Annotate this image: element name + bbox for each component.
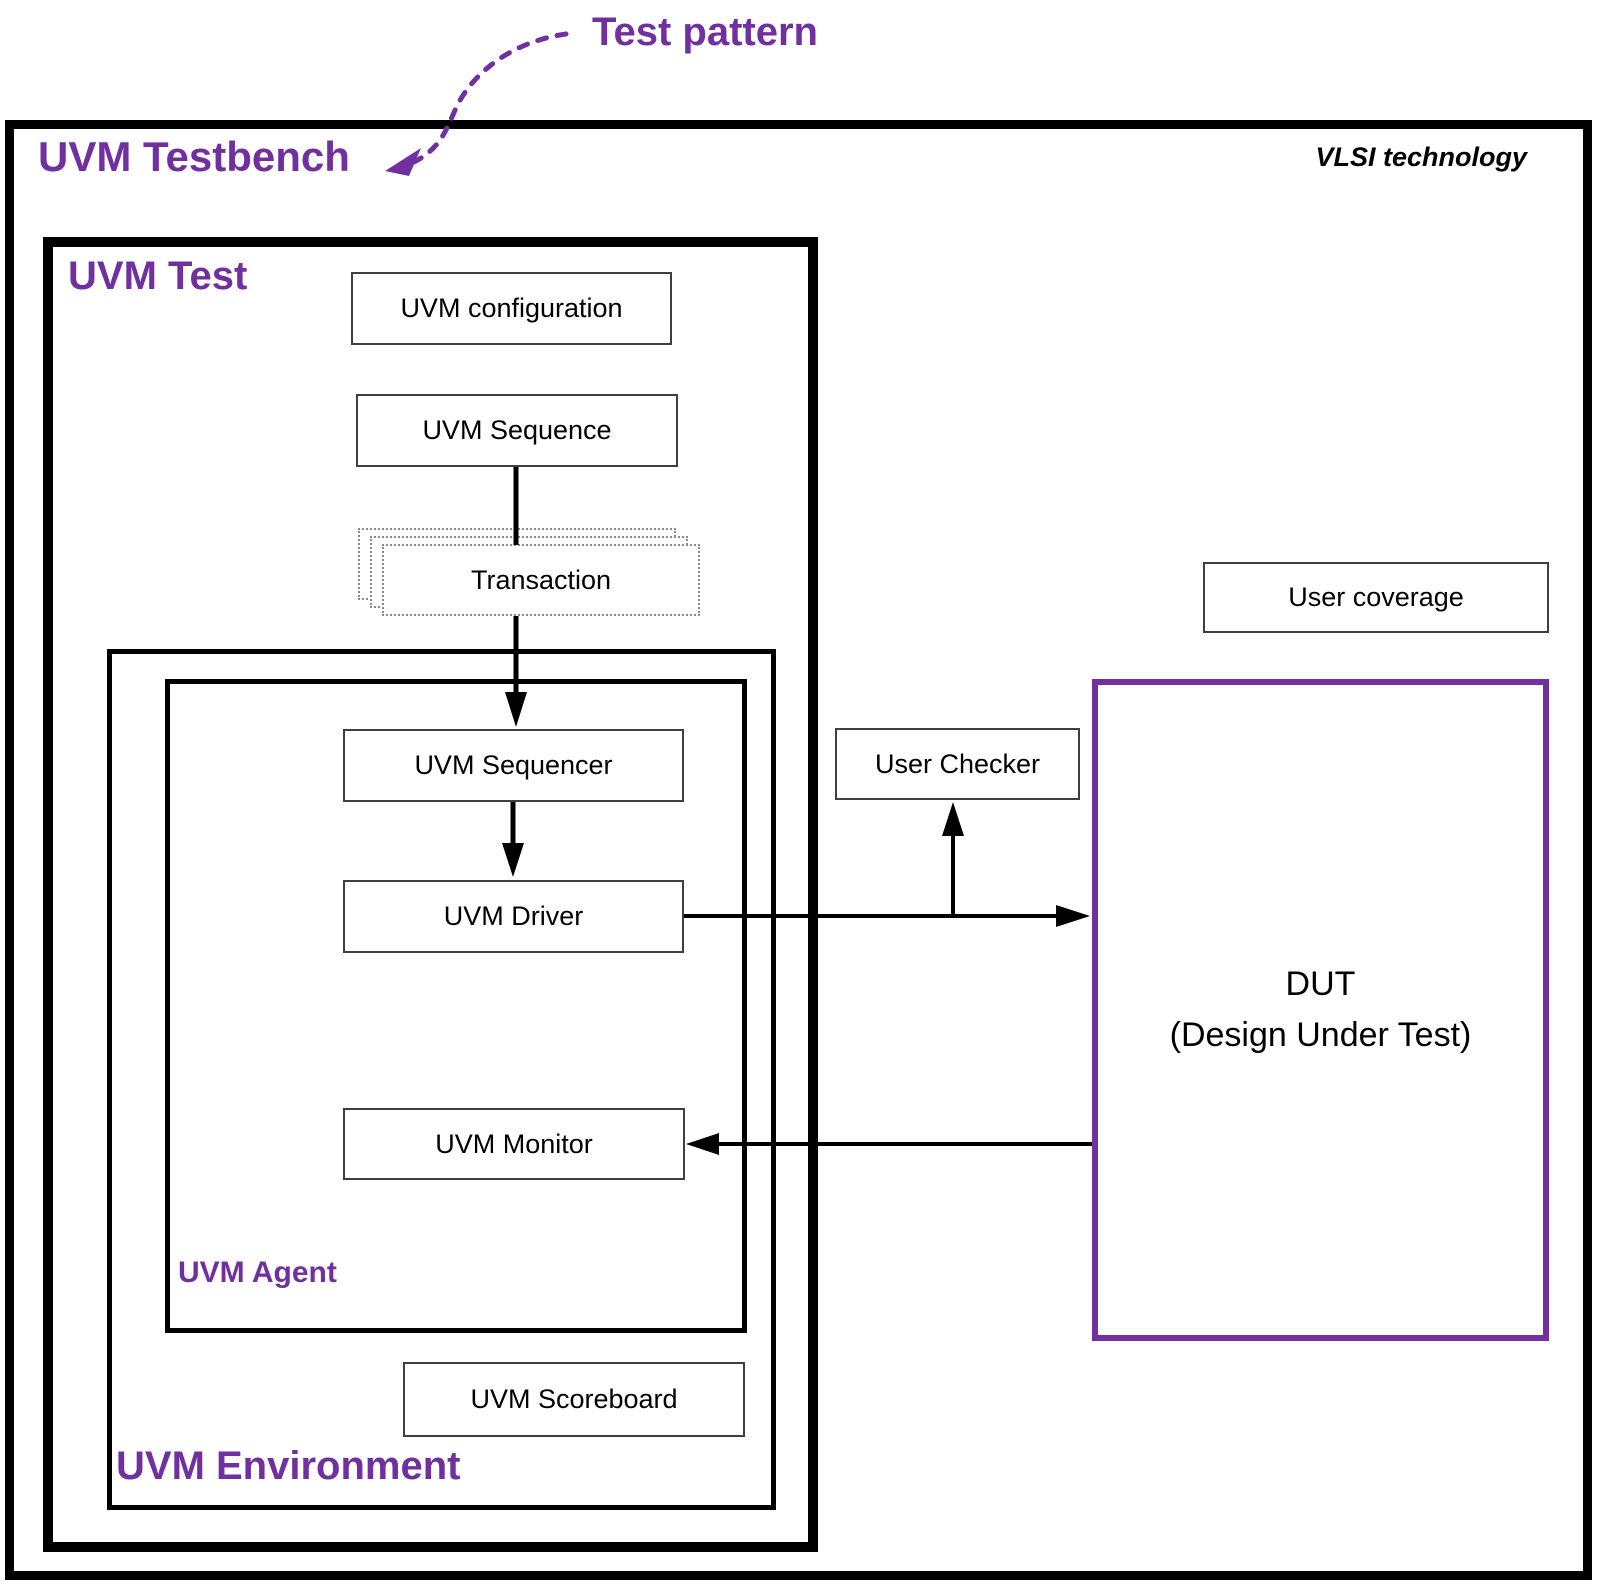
test-pattern-label: Test pattern <box>592 10 818 54</box>
uvm-sequence-label: UVM Sequence <box>422 415 612 445</box>
uvm-driver-node: UVM Driver <box>343 880 684 953</box>
dut-title: DUT (Design Under Test) <box>1098 685 1543 1335</box>
uvm-agent-title: UVM Agent <box>178 1256 337 1289</box>
uvm-sequencer-node: UVM Sequencer <box>343 729 684 802</box>
uvm-configuration-node: UVM configuration <box>351 272 672 345</box>
dut-title-line2: (Design Under Test) <box>1169 1016 1472 1054</box>
uvm-testbench-box <box>5 120 1592 1580</box>
uvm-sequencer-label: UVM Sequencer <box>414 750 613 780</box>
user-checker-label: User Checker <box>874 748 1041 779</box>
user-coverage-node: User coverage <box>1203 562 1549 633</box>
uvm-sequence-node: UVM Sequence <box>356 394 678 467</box>
uvm-driver-label: UVM Driver <box>443 901 584 931</box>
uvm-test-box <box>43 237 818 1552</box>
uvm-monitor-node: UVM Monitor <box>343 1108 685 1180</box>
uvm-environment-box <box>107 649 776 1510</box>
dut-title-line1: DUT <box>1285 965 1356 1003</box>
user-coverage-label: User coverage <box>1288 582 1464 612</box>
uvm-scoreboard-label: UVM Scoreboard <box>470 1384 678 1414</box>
uvm-configuration-label: UVM configuration <box>400 293 623 323</box>
user-checker-node: User Checker <box>835 728 1080 800</box>
uvm-monitor-label: UVM Monitor <box>435 1128 593 1159</box>
uvm-environment-title: UVM Environment <box>116 1444 461 1488</box>
vlsi-technology-watermark: VLSI technology <box>1315 142 1527 172</box>
transaction-node: Transaction <box>382 544 700 616</box>
dut-node: DUT (Design Under Test) <box>1092 679 1549 1341</box>
transaction-label: Transaction <box>470 564 612 595</box>
uvm-scoreboard-node: UVM Scoreboard <box>403 1362 745 1437</box>
uvm-testbench-title: UVM Testbench <box>38 133 350 180</box>
uvm-test-title: UVM Test <box>68 254 248 298</box>
uvm-agent-box <box>165 679 747 1333</box>
